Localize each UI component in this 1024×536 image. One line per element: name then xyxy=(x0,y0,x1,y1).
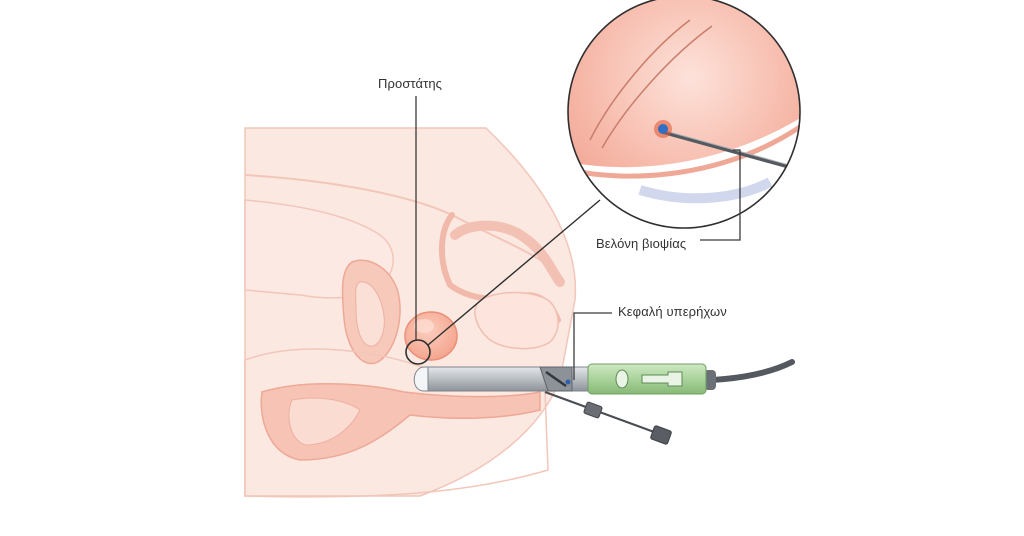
biopsy-needle-assembly xyxy=(544,390,672,445)
needle-guide-slot xyxy=(545,370,567,388)
needle-handle xyxy=(650,425,672,445)
zoom-rectal-wall xyxy=(568,117,800,179)
zoom-needle xyxy=(661,130,800,172)
magnify-leader-line xyxy=(427,199,601,346)
zoom-shadow xyxy=(638,177,773,204)
probe-leader-line xyxy=(573,312,612,380)
ultrasound-probe-label: Κεφαλή υπερήχων xyxy=(618,304,727,319)
magnify-origin-circle xyxy=(405,339,431,365)
probe-cable-collar xyxy=(704,370,716,390)
needle-shaft xyxy=(544,390,666,438)
ultrasound-probe xyxy=(413,359,795,395)
biopsy-needle-label: Βελόνη βιοψίας xyxy=(596,236,687,251)
magnify-circle-border xyxy=(567,0,801,229)
needle-leader-line xyxy=(700,149,741,241)
zoom-needle-shine xyxy=(661,129,800,169)
needle-grip xyxy=(583,401,603,419)
prostate-highlight xyxy=(414,319,434,333)
abdominal-wall xyxy=(244,174,561,276)
probe-cable xyxy=(709,359,795,383)
lesion-core xyxy=(658,124,668,134)
zoom-capsule-line-1 xyxy=(589,19,691,141)
probe-tip xyxy=(413,366,429,392)
seminal-vesicle xyxy=(450,220,565,287)
pelvis-anatomy xyxy=(244,127,577,498)
magnified-view xyxy=(567,0,801,229)
perineum xyxy=(474,291,559,350)
zoom-capsule-line-2 xyxy=(601,25,713,149)
rectum-fold xyxy=(288,397,361,446)
probe-indicator-dot xyxy=(565,379,571,385)
handle-key-slot xyxy=(641,371,683,387)
handle-oval-button xyxy=(615,369,629,389)
bladder-inner xyxy=(355,281,385,347)
zoom-tissue-band xyxy=(568,112,800,228)
prostate-gland xyxy=(404,311,458,361)
prostate-label: Προστάτης xyxy=(378,76,443,91)
